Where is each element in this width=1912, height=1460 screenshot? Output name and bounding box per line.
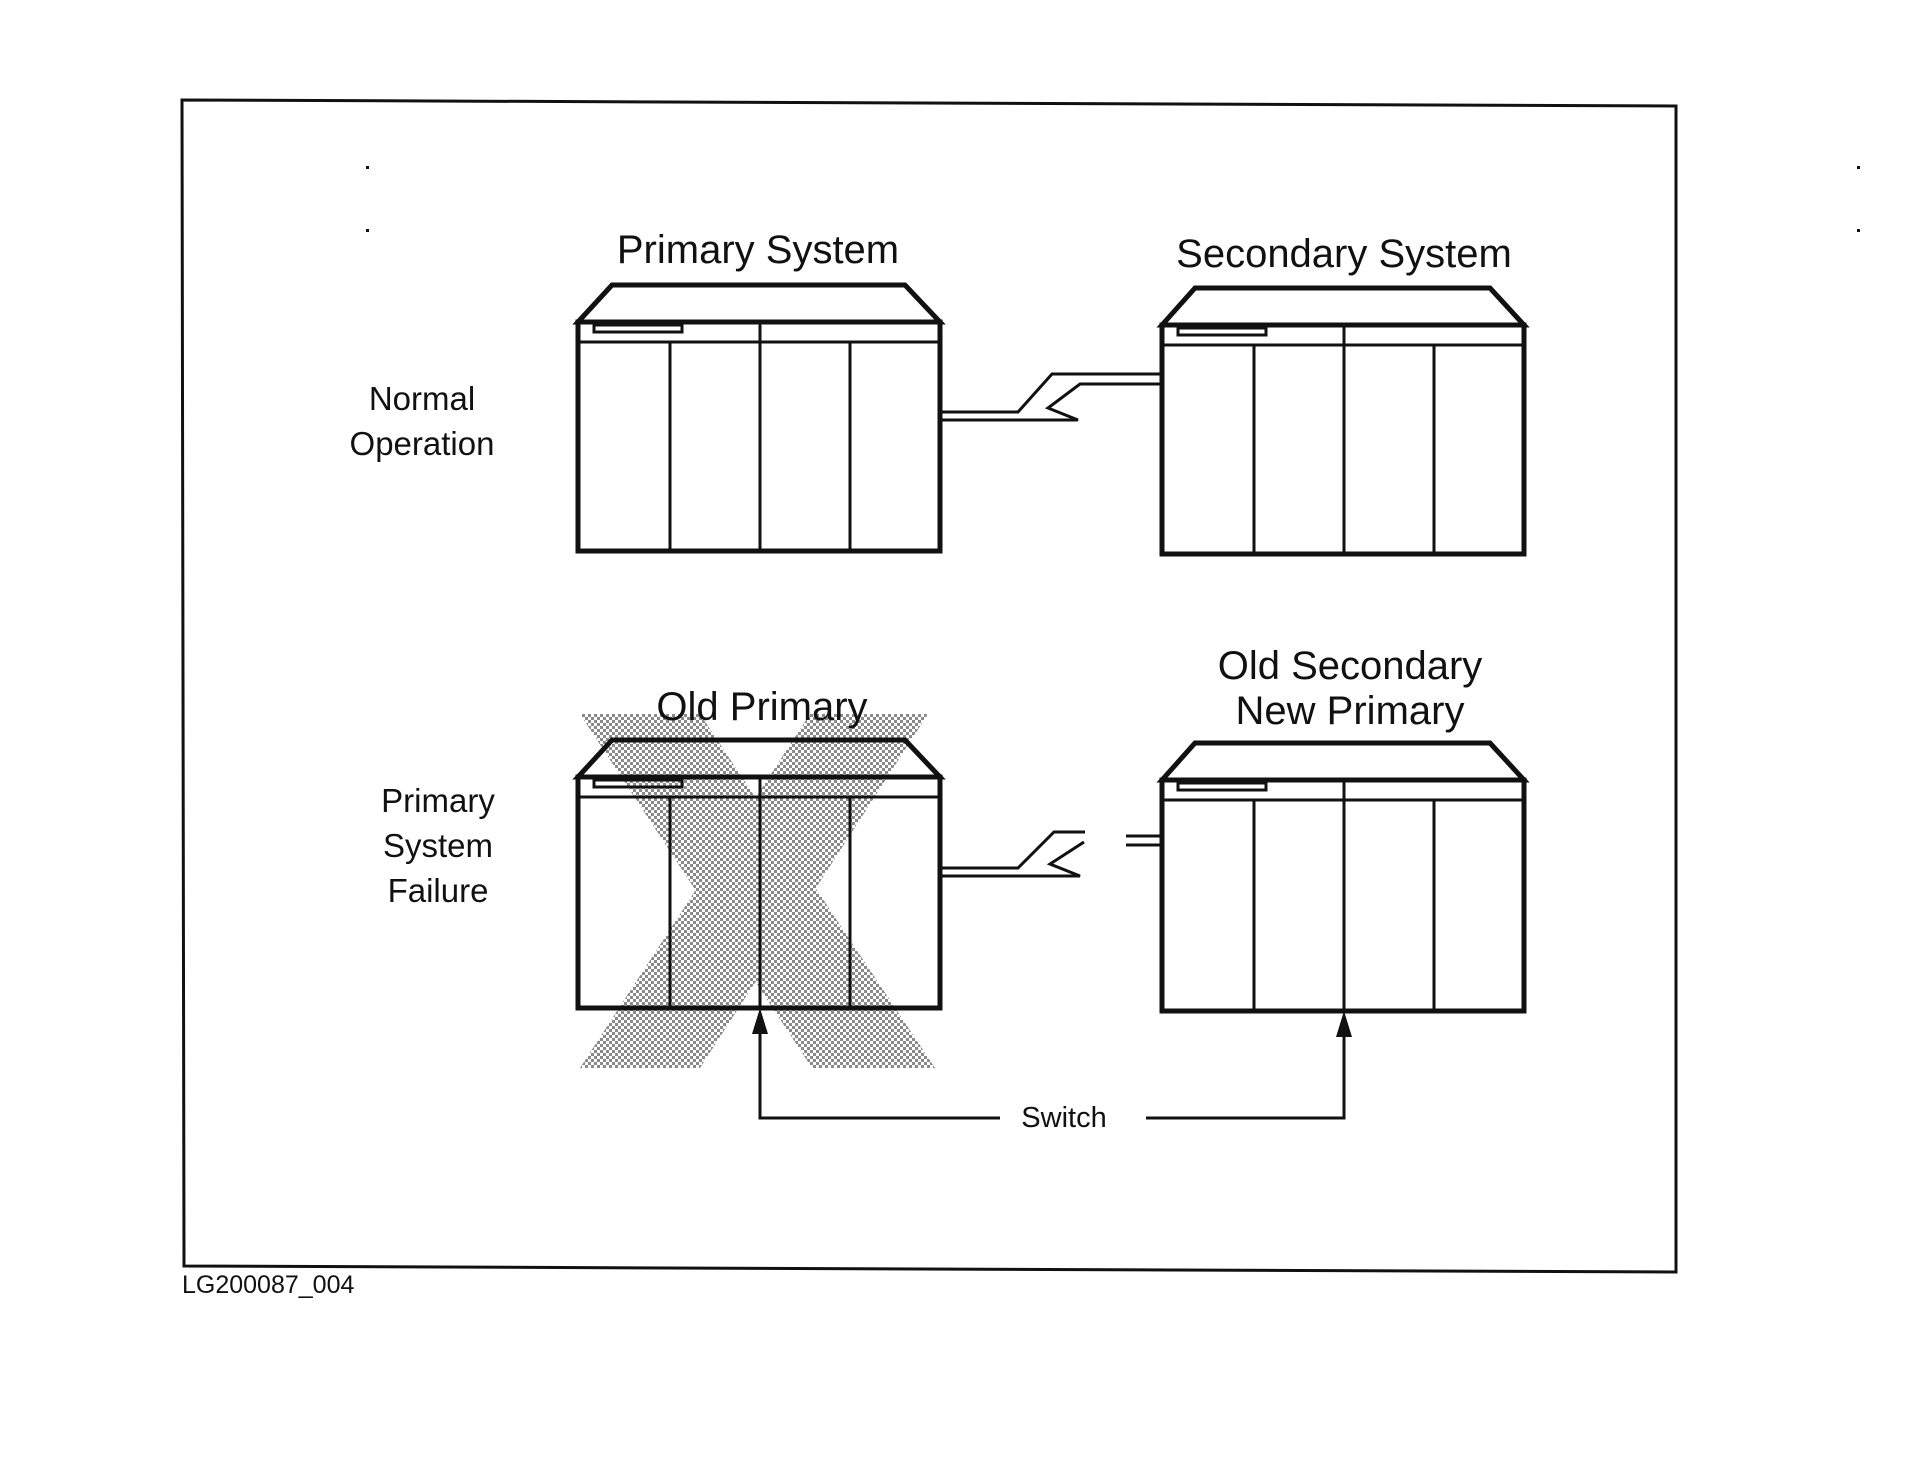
communication-link-icon bbox=[940, 372, 1162, 422]
scan-specks bbox=[366, 166, 1860, 232]
figure-id: LG200087_004 bbox=[182, 1271, 354, 1299]
primary-system-title: Primary System bbox=[617, 228, 899, 272]
secondary-system-title: Secondary System bbox=[1176, 232, 1512, 276]
figure-frame bbox=[180, 98, 1678, 1274]
computer-cabinet-icon bbox=[1156, 285, 1530, 557]
old-secondary-title-line1: Old Secondary bbox=[1218, 644, 1483, 688]
communication-link-icon bbox=[940, 830, 1162, 878]
failure-x-icon bbox=[580, 714, 935, 1068]
failure-label-line3: Failure bbox=[388, 872, 489, 909]
computer-cabinet-icon bbox=[1156, 740, 1530, 1014]
arrow-up-icon bbox=[752, 1008, 768, 1034]
computer-cabinet-icon bbox=[572, 282, 946, 554]
normal-operation-label-line2: Operation bbox=[350, 425, 495, 462]
old-primary-title: Old Primary bbox=[656, 685, 867, 729]
failure-label-line1: Primary bbox=[381, 782, 495, 819]
computer-cabinet-icon bbox=[572, 737, 946, 1011]
switch-connector bbox=[758, 1032, 1346, 1120]
failure-label-line2: System bbox=[383, 827, 493, 864]
normal-operation-label-line1: Normal bbox=[369, 380, 475, 417]
new-primary-title-line2: New Primary bbox=[1236, 689, 1465, 733]
switch-label: Switch bbox=[1021, 1102, 1106, 1134]
arrow-up-icon bbox=[1336, 1011, 1352, 1037]
